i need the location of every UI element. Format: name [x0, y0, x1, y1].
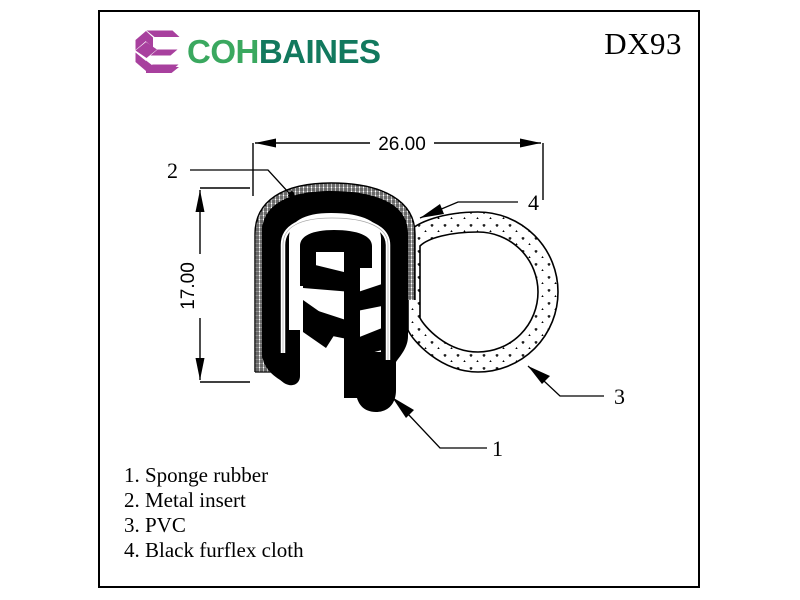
legend-item-4: 4. Black furflex cloth — [124, 538, 304, 562]
legend-list: 1. Sponge rubber 2. Metal insert 3. PVC … — [124, 463, 304, 563]
page-title: DX93 — [604, 26, 682, 61]
company-logo: COHBAINES — [132, 28, 381, 74]
brand-word-primary: COH — [187, 32, 259, 70]
brand-word-secondary: BAINES — [258, 32, 381, 70]
legend-item-1: 1. Sponge rubber — [124, 463, 269, 487]
legend-item-3: 3. PVC — [124, 513, 186, 537]
brand-wordmark: COHBAINES — [187, 35, 381, 68]
hexagon-monogram-icon — [135, 30, 180, 73]
legend-item-2: 2. Metal insert — [124, 488, 246, 512]
